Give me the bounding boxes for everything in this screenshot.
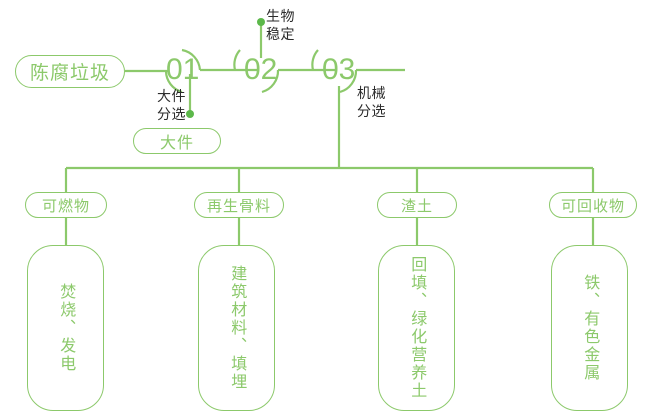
stage-01-process-label: 大件 分选 [157,88,186,122]
node-outcome-2[interactable]: 回填、绿化营养土 [378,245,455,411]
arc-stage1-bottom [164,70,183,94]
node-category-3-label: 可回收物 [560,197,625,215]
arc-stage3-top [311,49,319,71]
callout-dot-bio [257,18,265,26]
node-category-1-label: 再生骨料 [206,197,271,215]
node-category-3[interactable]: 可回收物 [549,192,637,218]
arc-stage1-top [181,48,202,71]
node-outcome-1-label: 建筑材料、填埋 [228,265,246,391]
callout-dot-bulky [186,110,194,118]
node-root-label: 陈腐垃圾 [29,63,110,84]
node-outcome-1[interactable]: 建筑材料、填埋 [198,245,275,411]
node-bulky-output[interactable]: 大件 [133,128,221,154]
node-root[interactable]: 陈腐垃圾 [15,55,125,88]
stage-02-process-label: 生物 稳定 [266,8,295,42]
stage-number-01[interactable]: 01 [166,53,200,86]
node-category-2[interactable]: 渣土 [377,192,457,218]
arc-stage3-bottom [339,69,358,94]
stage-number-02[interactable]: 02 [244,53,278,86]
stage-number-03[interactable]: 03 [322,53,356,86]
node-bulky-output-label: 大件 [159,135,194,152]
node-category-1[interactable]: 再生骨料 [194,192,284,218]
stage-03-process-label: 机械 分选 [357,85,386,119]
node-outcome-0[interactable]: 焚烧、发电 [27,245,104,411]
node-outcome-3[interactable]: 铁、有色金属 [551,245,628,411]
node-category-0-label: 可燃物 [41,197,90,215]
arc-stage2-top [233,49,241,71]
arc-stage2-bottom [261,69,280,94]
node-category-0[interactable]: 可燃物 [25,192,107,218]
node-outcome-0-label: 焚烧、发电 [57,283,75,373]
node-outcome-2-label: 回填、绿化营养土 [408,256,426,400]
node-category-2-label: 渣土 [400,197,433,215]
node-outcome-3-label: 铁、有色金属 [581,274,599,382]
